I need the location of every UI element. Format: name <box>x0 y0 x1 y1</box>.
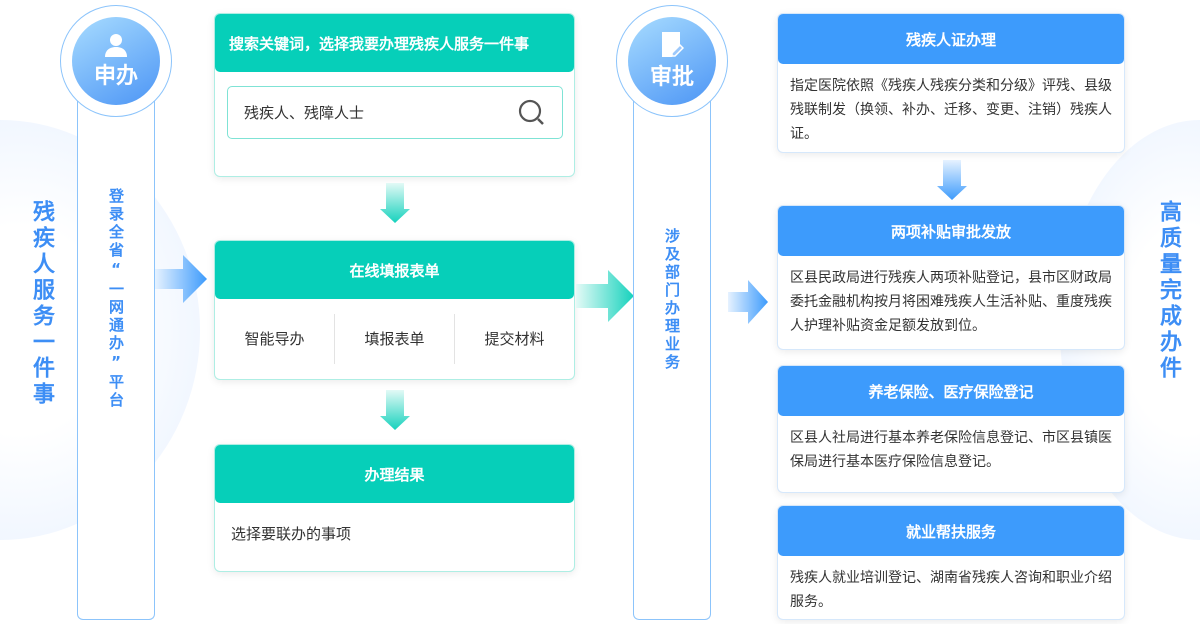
service-title: 两项补贴审批发放 <box>778 206 1124 256</box>
apply-title: 申办 <box>93 64 138 89</box>
right-arrow-icon <box>576 270 634 322</box>
approve-desc: 涉及部门办理业务 <box>663 228 681 372</box>
down-arrow-icon <box>380 183 410 223</box>
search-input[interactable]: 残疾人、残障人士 <box>227 86 563 139</box>
service-text: 指定医院依照《残疾人残疾分类和分级》评残、县级残联制发（换领、补办、迁移、变更、… <box>790 78 1112 142</box>
down-arrow-icon <box>380 390 410 430</box>
service-card: 养老保险、医疗保险登记 区县人社局进行基本养老保险信息登记、市区县镇医保局进行基… <box>777 365 1125 493</box>
service-card: 就业帮扶服务 残疾人就业培训登记、湖南省残疾人咨询和职业介绍服务。 <box>777 505 1125 620</box>
approve-title: 审批 <box>649 65 694 90</box>
apply-badge: 申办 <box>72 17 160 105</box>
form-card-title: 在线填报表单 <box>215 241 574 299</box>
tab-fill-form[interactable]: 填报表单 <box>335 314 455 364</box>
approve-badge: 审批 <box>628 17 716 105</box>
service-title: 养老保险、医疗保险登记 <box>778 366 1124 416</box>
approve-column <box>633 85 711 620</box>
service-card: 两项补贴审批发放 区县民政局进行残疾人两项补贴登记，县市区财政局委托金融机构按月… <box>777 205 1125 350</box>
right-arrow-icon <box>728 280 768 324</box>
service-title: 残疾人证办理 <box>778 14 1124 64</box>
result-card-title: 办理结果 <box>215 445 574 503</box>
right-arrow-icon <box>155 255 207 303</box>
down-arrow-icon <box>937 160 967 200</box>
result-card-text: 选择要联办的事项 <box>231 525 352 543</box>
form-card: 在线填报表单 智能导办 填报表单 提交材料 <box>214 240 575 380</box>
service-card: 残疾人证办理 指定医院依照《残疾人残疾分类和分级》评残、县级残联制发（换领、补办… <box>777 13 1125 153</box>
search-card-title: 搜索关键词，选择我要办理残疾人服务一件事 <box>215 14 574 72</box>
left-label: 残疾人服务一件事 <box>29 200 54 408</box>
tab-smart-guide[interactable]: 智能导办 <box>215 314 335 364</box>
service-text: 残疾人就业培训登记、湖南省残疾人咨询和职业介绍服务。 <box>790 570 1112 610</box>
tab-submit-materials[interactable]: 提交材料 <box>484 330 545 348</box>
search-input-value: 残疾人、残障人士 <box>244 104 365 122</box>
right-label: 高质量完成办件 <box>1156 200 1181 382</box>
result-card: 办理结果 选择要联办的事项 <box>214 444 575 572</box>
service-text: 区县民政局进行残疾人两项补贴登记，县市区财政局委托金融机构按月将困难残疾人生活补… <box>790 270 1112 334</box>
apply-desc: 登录全省“一网通办”平台 <box>107 188 125 410</box>
document-edit-icon <box>662 32 684 57</box>
search-card: 搜索关键词，选择我要办理残疾人服务一件事 残疾人、残障人士 <box>214 13 575 177</box>
form-tabs: 智能导办 填报表单 提交材料 <box>215 299 574 379</box>
service-title: 就业帮扶服务 <box>778 506 1124 556</box>
user-icon <box>105 34 127 57</box>
service-text: 区县人社局进行基本养老保险信息登记、市区县镇医保局进行基本医疗保险信息登记。 <box>790 430 1112 470</box>
search-icon[interactable] <box>518 99 546 127</box>
apply-column <box>77 85 155 620</box>
